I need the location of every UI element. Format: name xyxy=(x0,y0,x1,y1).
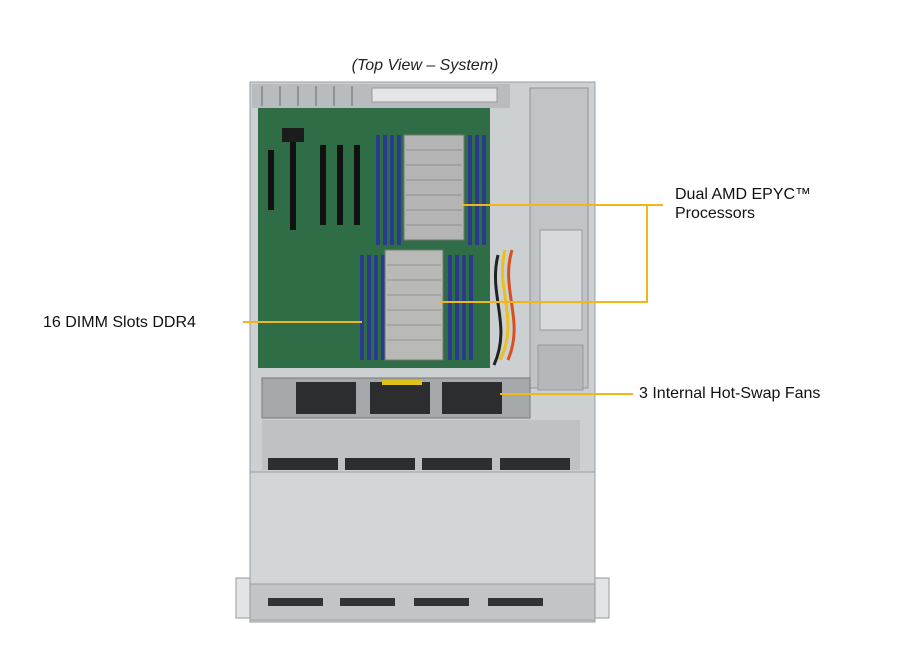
fan-3 xyxy=(442,382,502,414)
heatsink-cpu1 xyxy=(403,134,465,241)
dimm-slots-lower xyxy=(360,255,473,360)
processors-label-line2: Processors xyxy=(675,205,756,222)
callout-line-processors xyxy=(440,204,648,303)
front-cover xyxy=(249,471,596,585)
callout-label-dimm: 16 DIMM Slots DDR4 xyxy=(43,314,196,331)
callout-label-fans: 3 Internal Hot-Swap Fans xyxy=(639,385,821,402)
callout-processors xyxy=(440,204,663,303)
figure-title: (Top View – System) xyxy=(351,57,499,74)
heatsink-cpu2 xyxy=(384,249,444,361)
fan-1 xyxy=(296,382,356,414)
callout-label-processors: Dual AMD EPYC™ Processors xyxy=(675,185,811,223)
fan-2 xyxy=(370,382,430,414)
processors-label-line1: Dual AMD EPYC™ xyxy=(675,186,812,203)
power-cables xyxy=(492,249,516,366)
dimm-slots-upper xyxy=(376,135,486,245)
